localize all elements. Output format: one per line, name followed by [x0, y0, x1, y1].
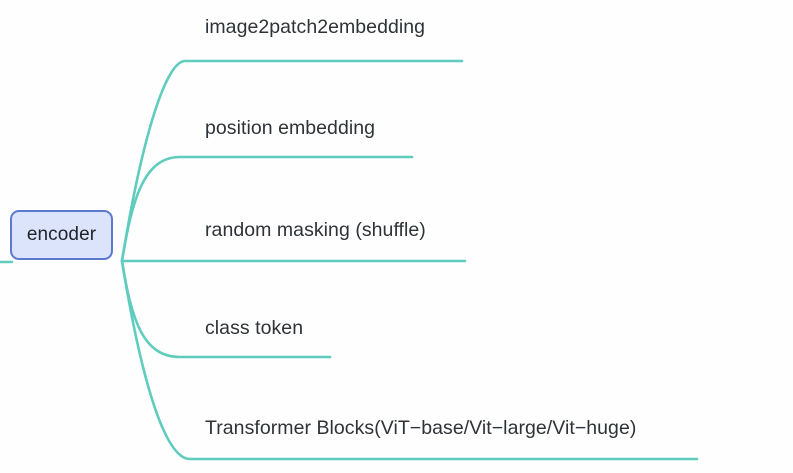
branch-connector: [120, 59, 464, 263]
branch-label-class-token[interactable]: class token: [205, 317, 304, 339]
branch-connector: [120, 259, 332, 359]
branch-label-image2patch2embedding[interactable]: image2patch2embedding: [205, 16, 426, 38]
root-node-label: encoder: [26, 224, 97, 245]
root-node-encoder[interactable]: encoder: [10, 210, 113, 260]
branch-connector: [120, 259, 699, 461]
branch-label-transformer-blocks[interactable]: Transformer Blocks(ViT−base/Vit−large/Vi…: [205, 417, 637, 439]
branch-connector: [120, 155, 414, 263]
branch-label-position-embedding[interactable]: position embedding: [205, 117, 376, 139]
branch-label-random-masking-shuffle[interactable]: random masking (shuffle): [205, 219, 426, 241]
